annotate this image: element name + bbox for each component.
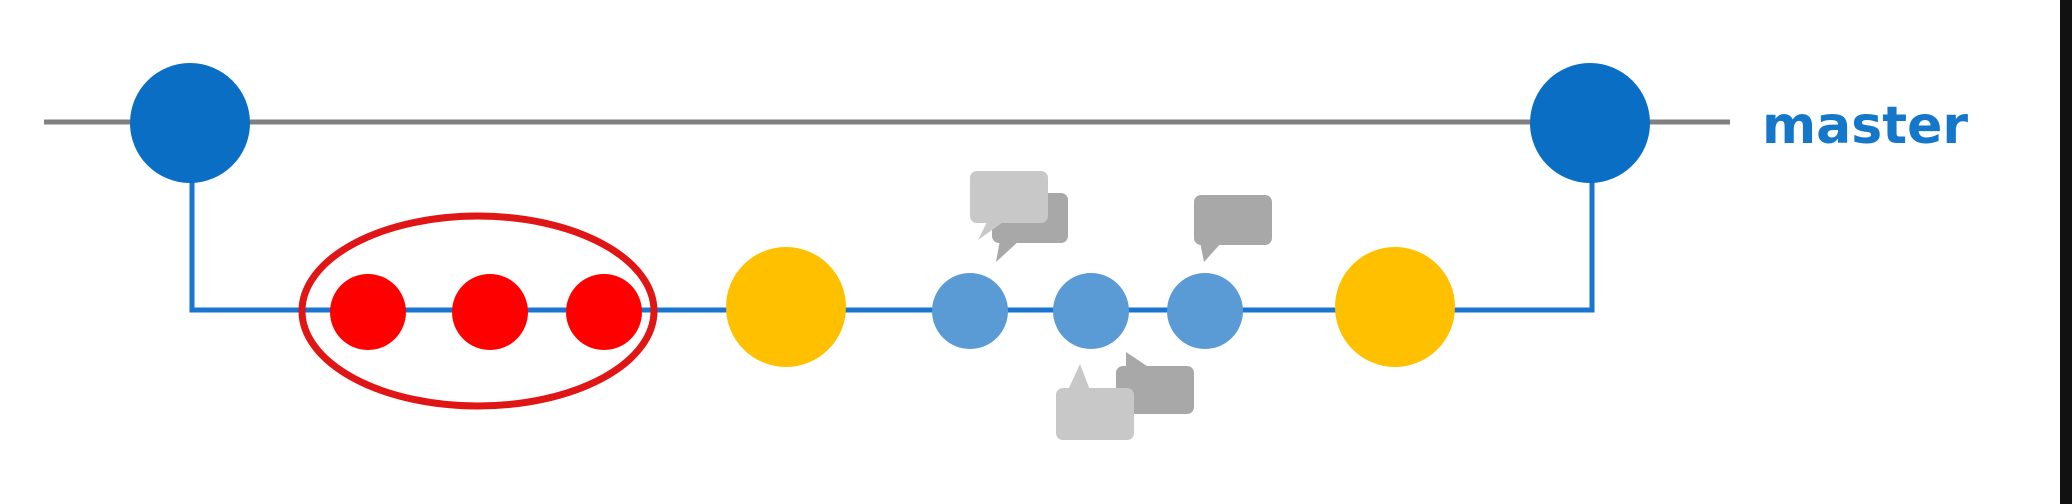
red-commit	[452, 274, 528, 350]
red-commit	[566, 274, 642, 350]
yellow-commit	[1335, 247, 1455, 367]
blue-commit	[932, 273, 1008, 349]
blue-commit	[1167, 273, 1243, 349]
highlight-ellipse	[298, 212, 658, 410]
comment-bubble-icon	[1116, 352, 1194, 414]
feature-branch-line	[189, 126, 1595, 313]
comment-bubble-icon	[970, 171, 1048, 240]
main-commit-end	[1530, 63, 1650, 183]
right-edge-bar	[2060, 0, 2072, 504]
master-branch-label: master	[1762, 96, 1968, 156]
comment-bubble-icon	[1194, 195, 1272, 262]
main-commit-start	[130, 63, 250, 183]
yellow-commit	[726, 247, 846, 367]
red-commit	[330, 274, 406, 350]
comment-bubble-icon	[1056, 364, 1134, 440]
blue-commit	[1053, 273, 1129, 349]
